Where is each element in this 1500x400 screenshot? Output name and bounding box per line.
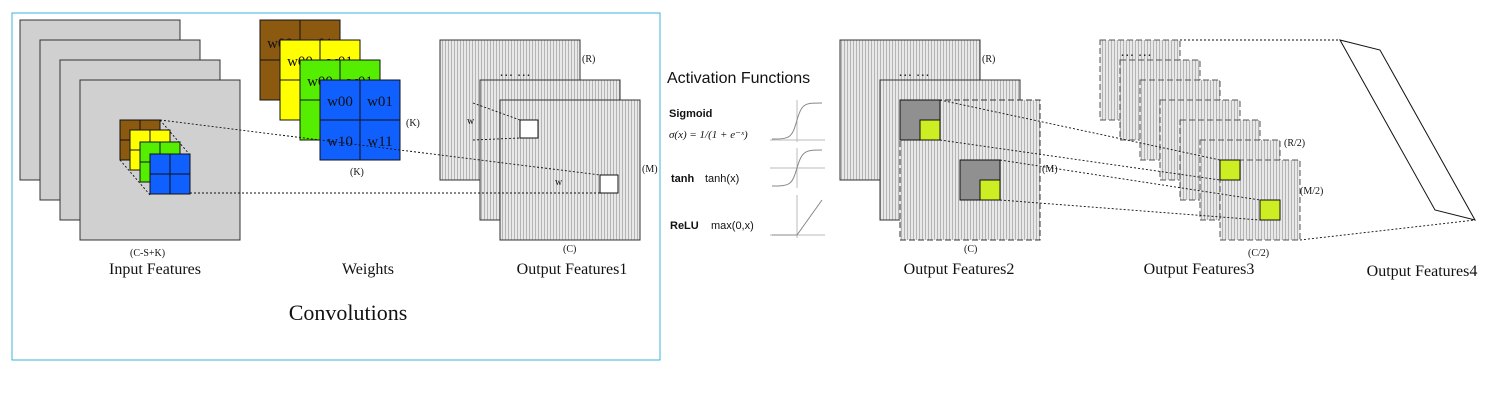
tanh-plot xyxy=(770,148,825,188)
of1-dim-C: (C) xyxy=(563,244,576,255)
input-kernel-blue xyxy=(149,153,191,195)
of3-dim-R2: (R/2) xyxy=(1284,138,1305,149)
of1-output-cell-b xyxy=(599,174,619,194)
of2-dim-C: (C) xyxy=(964,244,977,255)
weights-layer-blue: w00 w01 w10 w11 xyxy=(319,79,401,161)
of1-dim-M: (M) xyxy=(642,164,658,175)
weight-cell-w00: w00 xyxy=(327,94,353,110)
convolutions-label: Convolutions xyxy=(289,300,408,325)
tanh-name: tanh xyxy=(671,173,695,185)
of1-output-cell-a xyxy=(519,119,539,139)
weights-dim-bottom: (K) xyxy=(350,167,364,178)
of2-pool-highlight-a xyxy=(919,119,941,141)
output-features4-stack: Output Features4 xyxy=(1180,39,1478,280)
output-features2-label: Output Features2 xyxy=(904,261,1015,278)
tanh-formula: tanh(x) xyxy=(705,173,739,185)
weights-dim-right: (K) xyxy=(406,118,420,129)
input-kernel-stack xyxy=(119,119,191,196)
weight-cell-w10: w10 xyxy=(327,134,353,150)
output-features2-stack: … … (R) (M) (C) Output Features2 xyxy=(839,39,1058,278)
of1-dots: … … xyxy=(499,65,531,80)
input-features-stack: (C-S+K) Input Features xyxy=(19,19,241,278)
relu-formula: max(0,x) xyxy=(711,220,754,232)
activation-title: Activation Functions xyxy=(667,70,810,87)
output-features1-label: Output Features1 xyxy=(517,261,628,278)
of1-w-label-b: w xyxy=(555,177,563,188)
of3-dots: … … xyxy=(1120,45,1152,60)
input-features-label: Input Features xyxy=(109,261,201,278)
of1-dim-R: (R) xyxy=(582,54,595,65)
output-features4-label: Output Features4 xyxy=(1367,263,1478,280)
output-features3-label: Output Features3 xyxy=(1144,261,1255,278)
of3-dim-M2: (M/2) xyxy=(1300,186,1323,197)
weight-cell-w01: w01 xyxy=(367,94,393,110)
weights-label: Weights xyxy=(342,261,394,278)
weights-stack: w00 w01 w00 w01 w00 w01 w00 w01 w10 w11 … xyxy=(259,19,420,278)
of2-dots: … … xyxy=(898,65,930,80)
of2-dim-M: (M) xyxy=(1042,164,1058,175)
weight-cell-w11: w11 xyxy=(367,134,392,150)
relu-name: ReLU xyxy=(670,220,699,232)
convolutions-frame xyxy=(11,12,661,361)
of3-pooled-cell-a xyxy=(1219,159,1241,181)
output-features3-stack: … … (R/2) (M/2) (C/2) Output Features3 xyxy=(1099,39,1323,278)
output-features1-stack: … … w w (R) (M) (C) Output Features1 xyxy=(439,39,658,278)
of2-pool-highlight-b xyxy=(979,179,1001,201)
of3-pooled-cell-b xyxy=(1259,199,1281,221)
of3-dim-C2: (C/2) xyxy=(1248,248,1269,259)
of4-flattened-vector xyxy=(1338,39,1477,221)
relu-plot xyxy=(770,195,825,238)
of1-w-label-a: w xyxy=(467,116,475,127)
of2-dim-R: (R) xyxy=(982,54,995,65)
activation-functions-panel: Activation Functions Sigmoid σ(x) = 1/(1… xyxy=(667,70,825,238)
input-dim-label: (C-S+K) xyxy=(130,248,165,259)
sigmoid-name: Sigmoid xyxy=(669,108,712,120)
sigmoid-plot xyxy=(770,100,825,142)
sigmoid-formula: σ(x) = 1/(1 + e⁻ˣ) xyxy=(669,129,748,141)
